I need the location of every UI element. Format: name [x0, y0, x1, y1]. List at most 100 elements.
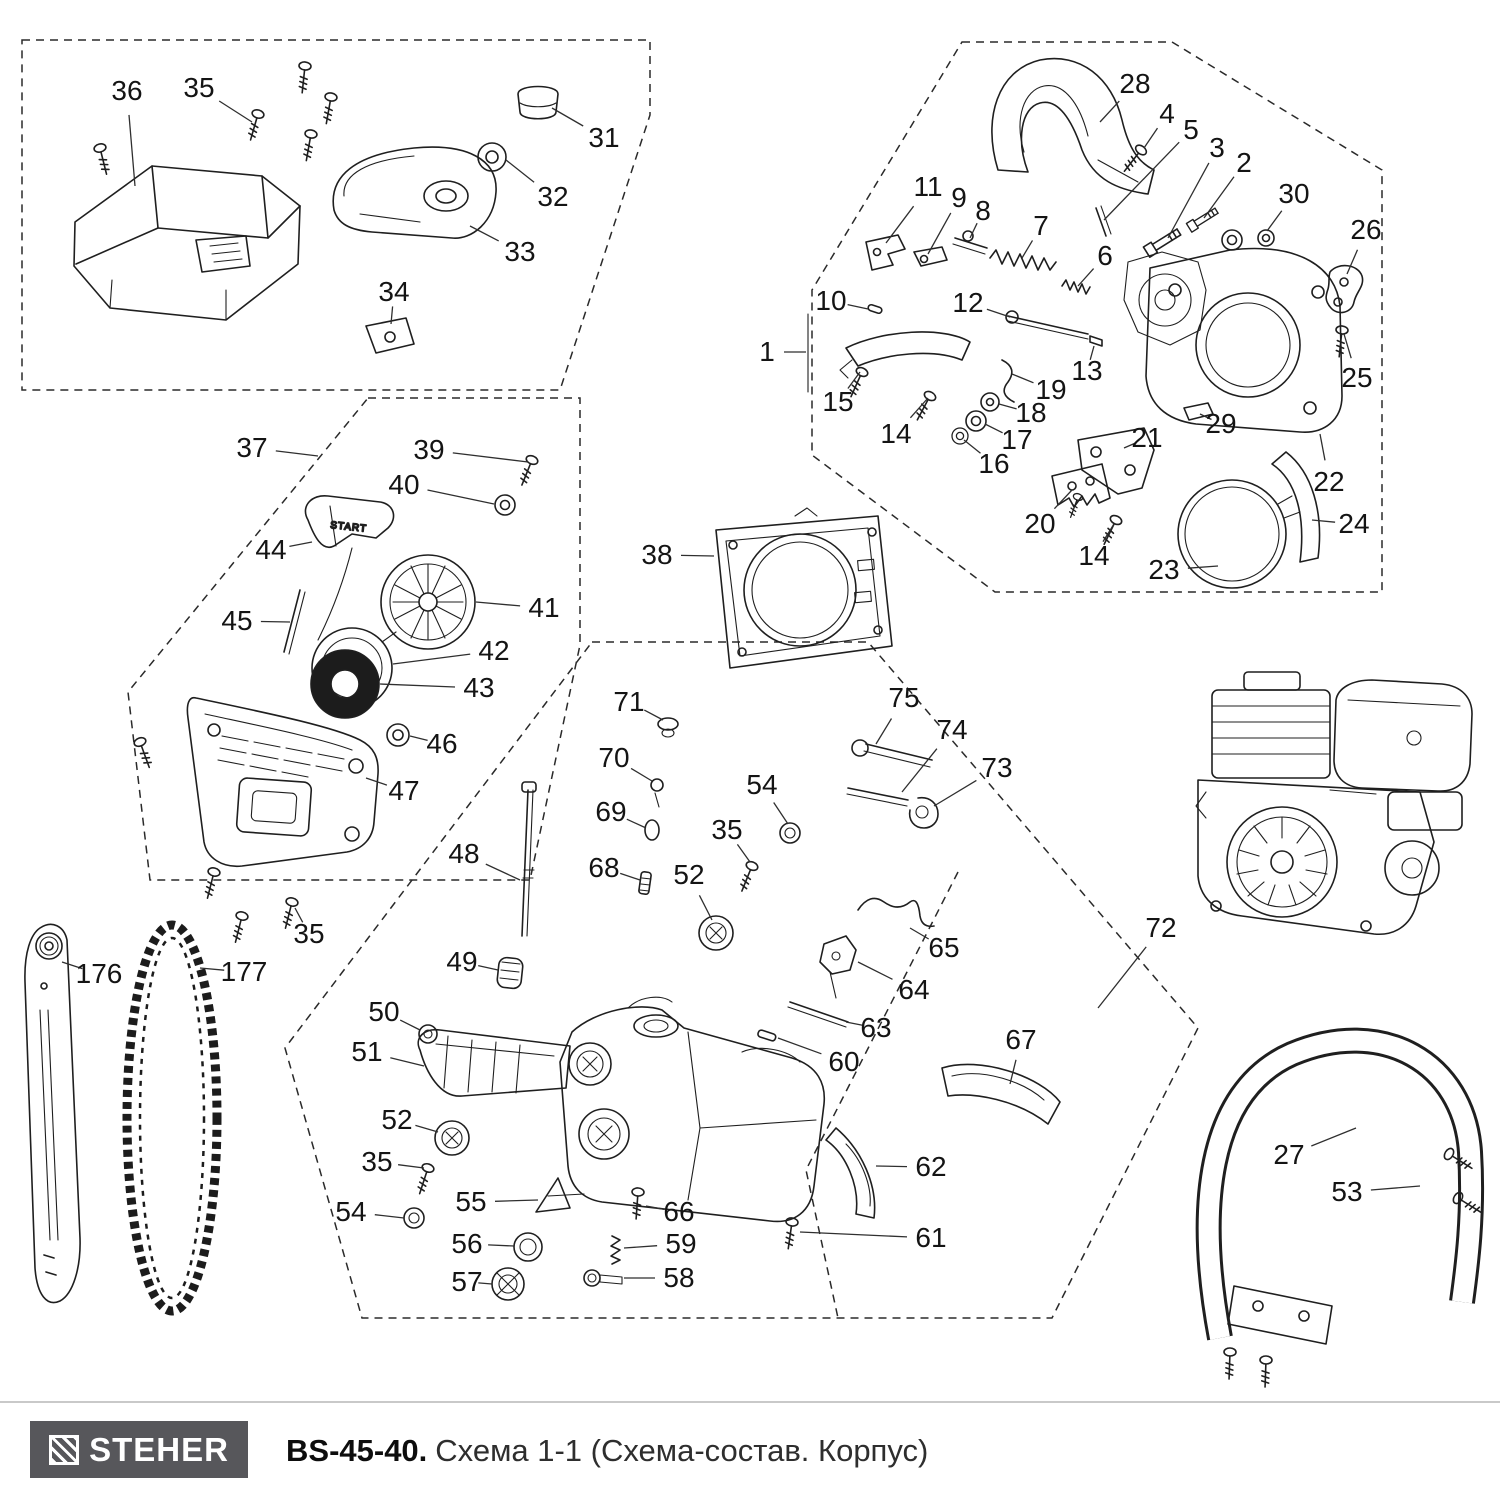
part-number-label: 65	[928, 932, 960, 963]
part-number-label: 44	[255, 534, 287, 565]
scheme-name: Схема 1-1 (Схема-состав. Корпус)	[435, 1433, 929, 1468]
part-number-label: 70	[598, 742, 630, 773]
part-number-label: 60	[828, 1046, 860, 1077]
part-number-label: 40	[388, 469, 420, 500]
part-number-label: 62	[915, 1151, 947, 1182]
part-number-label: 17	[1001, 424, 1033, 455]
part-number-label: 16	[978, 448, 1010, 479]
part-number-label: 5	[1183, 114, 1199, 145]
part-number-label: 35	[711, 814, 743, 845]
part-number-label: 72	[1145, 912, 1177, 943]
part-number-label: 7	[1033, 210, 1049, 241]
part-number-label: 32	[537, 181, 569, 212]
part-number-label: 59	[665, 1228, 697, 1259]
part-number-label: 71	[613, 686, 645, 717]
part-number-label: 28	[1119, 68, 1151, 99]
part-number-label: 26	[1350, 214, 1382, 245]
part-number-label: 55	[455, 1186, 487, 1217]
part-number-label: 23	[1148, 554, 1180, 585]
part-number-label: 35	[183, 72, 215, 103]
part-number-label: 43	[463, 672, 495, 703]
part-number-label: 8	[975, 195, 991, 226]
part-number-label: 176	[75, 958, 123, 989]
part-number-label: 56	[451, 1228, 483, 1259]
part-number-label: 74	[936, 714, 968, 745]
part-number-label: 42	[478, 635, 510, 666]
model-number: BS-45-40.	[286, 1433, 428, 1468]
part-number-label: 49	[446, 946, 478, 977]
brand-name: STEHER	[89, 1430, 229, 1468]
starter-assembly-art: START	[132, 453, 540, 945]
part-number-label: 33	[504, 236, 536, 267]
steher-logo-icon	[49, 1434, 80, 1465]
part-number-label: 22	[1313, 466, 1345, 497]
part-number-label: 52	[673, 859, 705, 890]
part-number-label: 13	[1071, 355, 1103, 386]
part-number-label: 63	[860, 1012, 892, 1043]
front-handlebar-art	[1195, 1027, 1485, 1388]
part-number-label: 177	[220, 956, 268, 987]
part-number-label: 15	[822, 386, 854, 417]
handle-clutch-assembly-art	[807, 57, 1364, 589]
part-number-label: 1	[759, 336, 775, 367]
part-number-label: 52	[381, 1104, 413, 1135]
engine-assembly-art	[1195, 671, 1473, 935]
part-number-label: 30	[1278, 178, 1310, 209]
part-number-label: 4	[1159, 98, 1175, 129]
part-number-label: 38	[641, 539, 673, 570]
part-number-label: 35	[293, 918, 325, 949]
part-number-label: 46	[426, 728, 458, 759]
top-cover-assembly-art	[73, 60, 559, 354]
part-number-label: 75	[888, 682, 920, 713]
part-number-label: 54	[335, 1196, 367, 1227]
part-number-label: 21	[1131, 422, 1163, 453]
part-number-label: 29	[1205, 408, 1237, 439]
part-number-label: 3	[1209, 132, 1225, 163]
crankcase-tank-assembly-art	[403, 717, 1061, 1301]
guide-bar-art	[24, 923, 81, 1304]
part-number-label: 25	[1341, 362, 1373, 393]
part-number-label: 9	[951, 182, 967, 213]
part-number-label: 36	[111, 75, 143, 106]
part-number-label: 12	[952, 287, 984, 318]
part-number-label: 41	[528, 592, 560, 623]
part-number-label: 45	[221, 605, 253, 636]
part-number-label: 53	[1331, 1176, 1363, 1207]
part-number-label: 50	[368, 996, 400, 1027]
part-number-label: 73	[981, 752, 1013, 783]
part-number-label: 35	[361, 1146, 393, 1177]
footer-divider	[0, 1401, 1500, 1403]
part-number-label: 58	[663, 1262, 695, 1293]
leader-lines	[61, 100, 1421, 1285]
start-handle-label: START	[330, 520, 368, 535]
part-number-label: 20	[1024, 508, 1056, 539]
part-number-label: 69	[595, 796, 627, 827]
diagram-title: BS-45-40.Схема 1-1 (Схема-состав. Корпус…	[286, 1433, 928, 1469]
group-outlines	[21, 39, 1383, 1319]
part-number-label: 47	[388, 775, 420, 806]
part-number-label: 64	[898, 974, 930, 1005]
part-number-label: 68	[588, 852, 620, 883]
part-number-label: 19	[1035, 374, 1067, 405]
part-number-label: 10	[815, 285, 847, 316]
part-number-label: 14	[880, 418, 912, 449]
part-number-label: 11	[913, 171, 943, 202]
part-number-label: 18	[1015, 397, 1047, 428]
part-number-label: 14	[1078, 540, 1110, 571]
saw-chain-art	[122, 920, 222, 1316]
part-number-label: 37	[236, 432, 268, 463]
part-number-label: 6	[1097, 240, 1113, 271]
part-number-label: 2	[1236, 147, 1252, 178]
part-number-label: 31	[588, 122, 620, 153]
part-number-label: 34	[378, 276, 410, 307]
part-number-label: 24	[1338, 508, 1370, 539]
part-number-label: 48	[448, 838, 480, 869]
part-number-label: 57	[451, 1266, 483, 1297]
part-number-label: 66	[663, 1196, 695, 1227]
part-number-label: 54	[746, 769, 778, 800]
part-number-label: 67	[1005, 1024, 1037, 1055]
part-number-label: 61	[915, 1222, 947, 1253]
part-number-label: 51	[351, 1036, 383, 1067]
